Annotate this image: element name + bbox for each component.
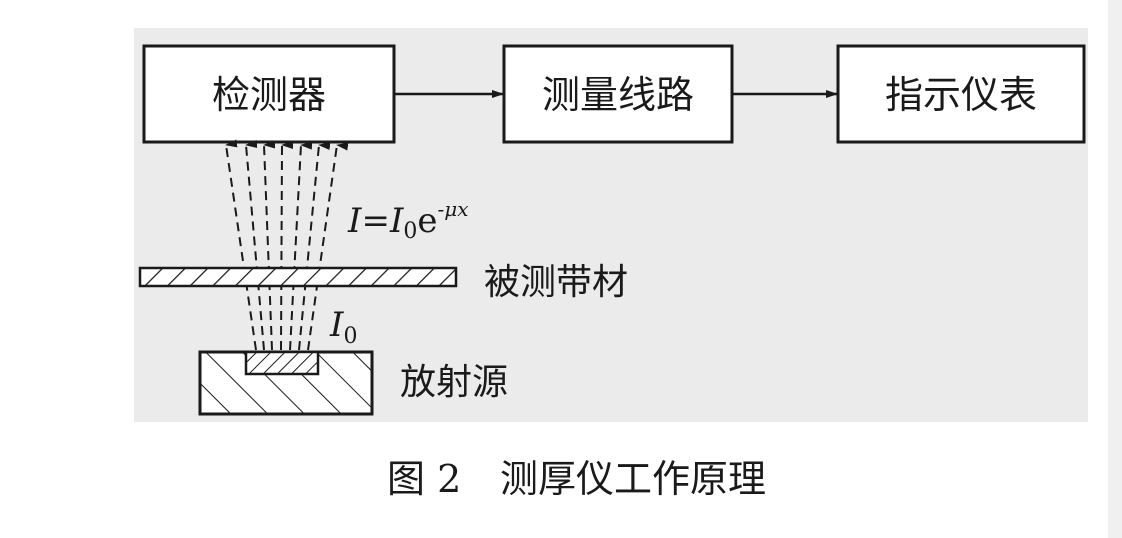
formula-eq: = <box>361 201 390 241</box>
radiation-ray <box>280 141 294 351</box>
formula-lhs: I <box>347 201 362 241</box>
attenuation-formula: I=I0e-μx <box>347 197 469 244</box>
radiation-ray <box>225 139 257 351</box>
indicator-box <box>836 44 1086 144</box>
radiation-source <box>198 350 374 416</box>
incident-base: I <box>329 305 344 345</box>
formula-exp-power: -μx <box>438 197 469 221</box>
formula-i0-base: I <box>389 201 404 241</box>
measuring-circuit-label: 测量线路 <box>542 73 694 117</box>
formula-i0-sub: 0 <box>403 219 417 244</box>
indicator-block: 指示仪表 <box>836 44 1086 144</box>
caption-title: 测厚仪工作原理 <box>500 457 766 501</box>
radiation-ray <box>263 140 276 351</box>
radiation-ray <box>289 141 313 351</box>
radiation-ray <box>307 142 349 351</box>
radiation-ray <box>245 140 265 351</box>
strip-body <box>138 266 458 288</box>
detector-block: 检测器 <box>142 44 396 144</box>
detector-label: 检测器 <box>212 73 326 117</box>
indicator-label: 指示仪表 <box>885 73 1037 117</box>
radiation-rays <box>225 139 349 351</box>
detector-box <box>142 44 396 144</box>
measured-strip <box>138 266 458 288</box>
page-edge <box>1108 0 1122 538</box>
formula-exp-base: e <box>417 201 437 241</box>
measuring-circuit-block: 测量线路 <box>502 44 734 144</box>
incident-sub: 0 <box>343 324 357 349</box>
caption-number: 图 2 <box>387 457 461 501</box>
source-insert <box>244 350 320 376</box>
measuring-circuit-box <box>502 44 734 144</box>
incident-intensity: I0 <box>329 305 357 349</box>
strip-label: 被测带材 <box>484 262 628 303</box>
source-label: 放射源 <box>400 362 508 403</box>
radiation-ray <box>298 142 331 351</box>
